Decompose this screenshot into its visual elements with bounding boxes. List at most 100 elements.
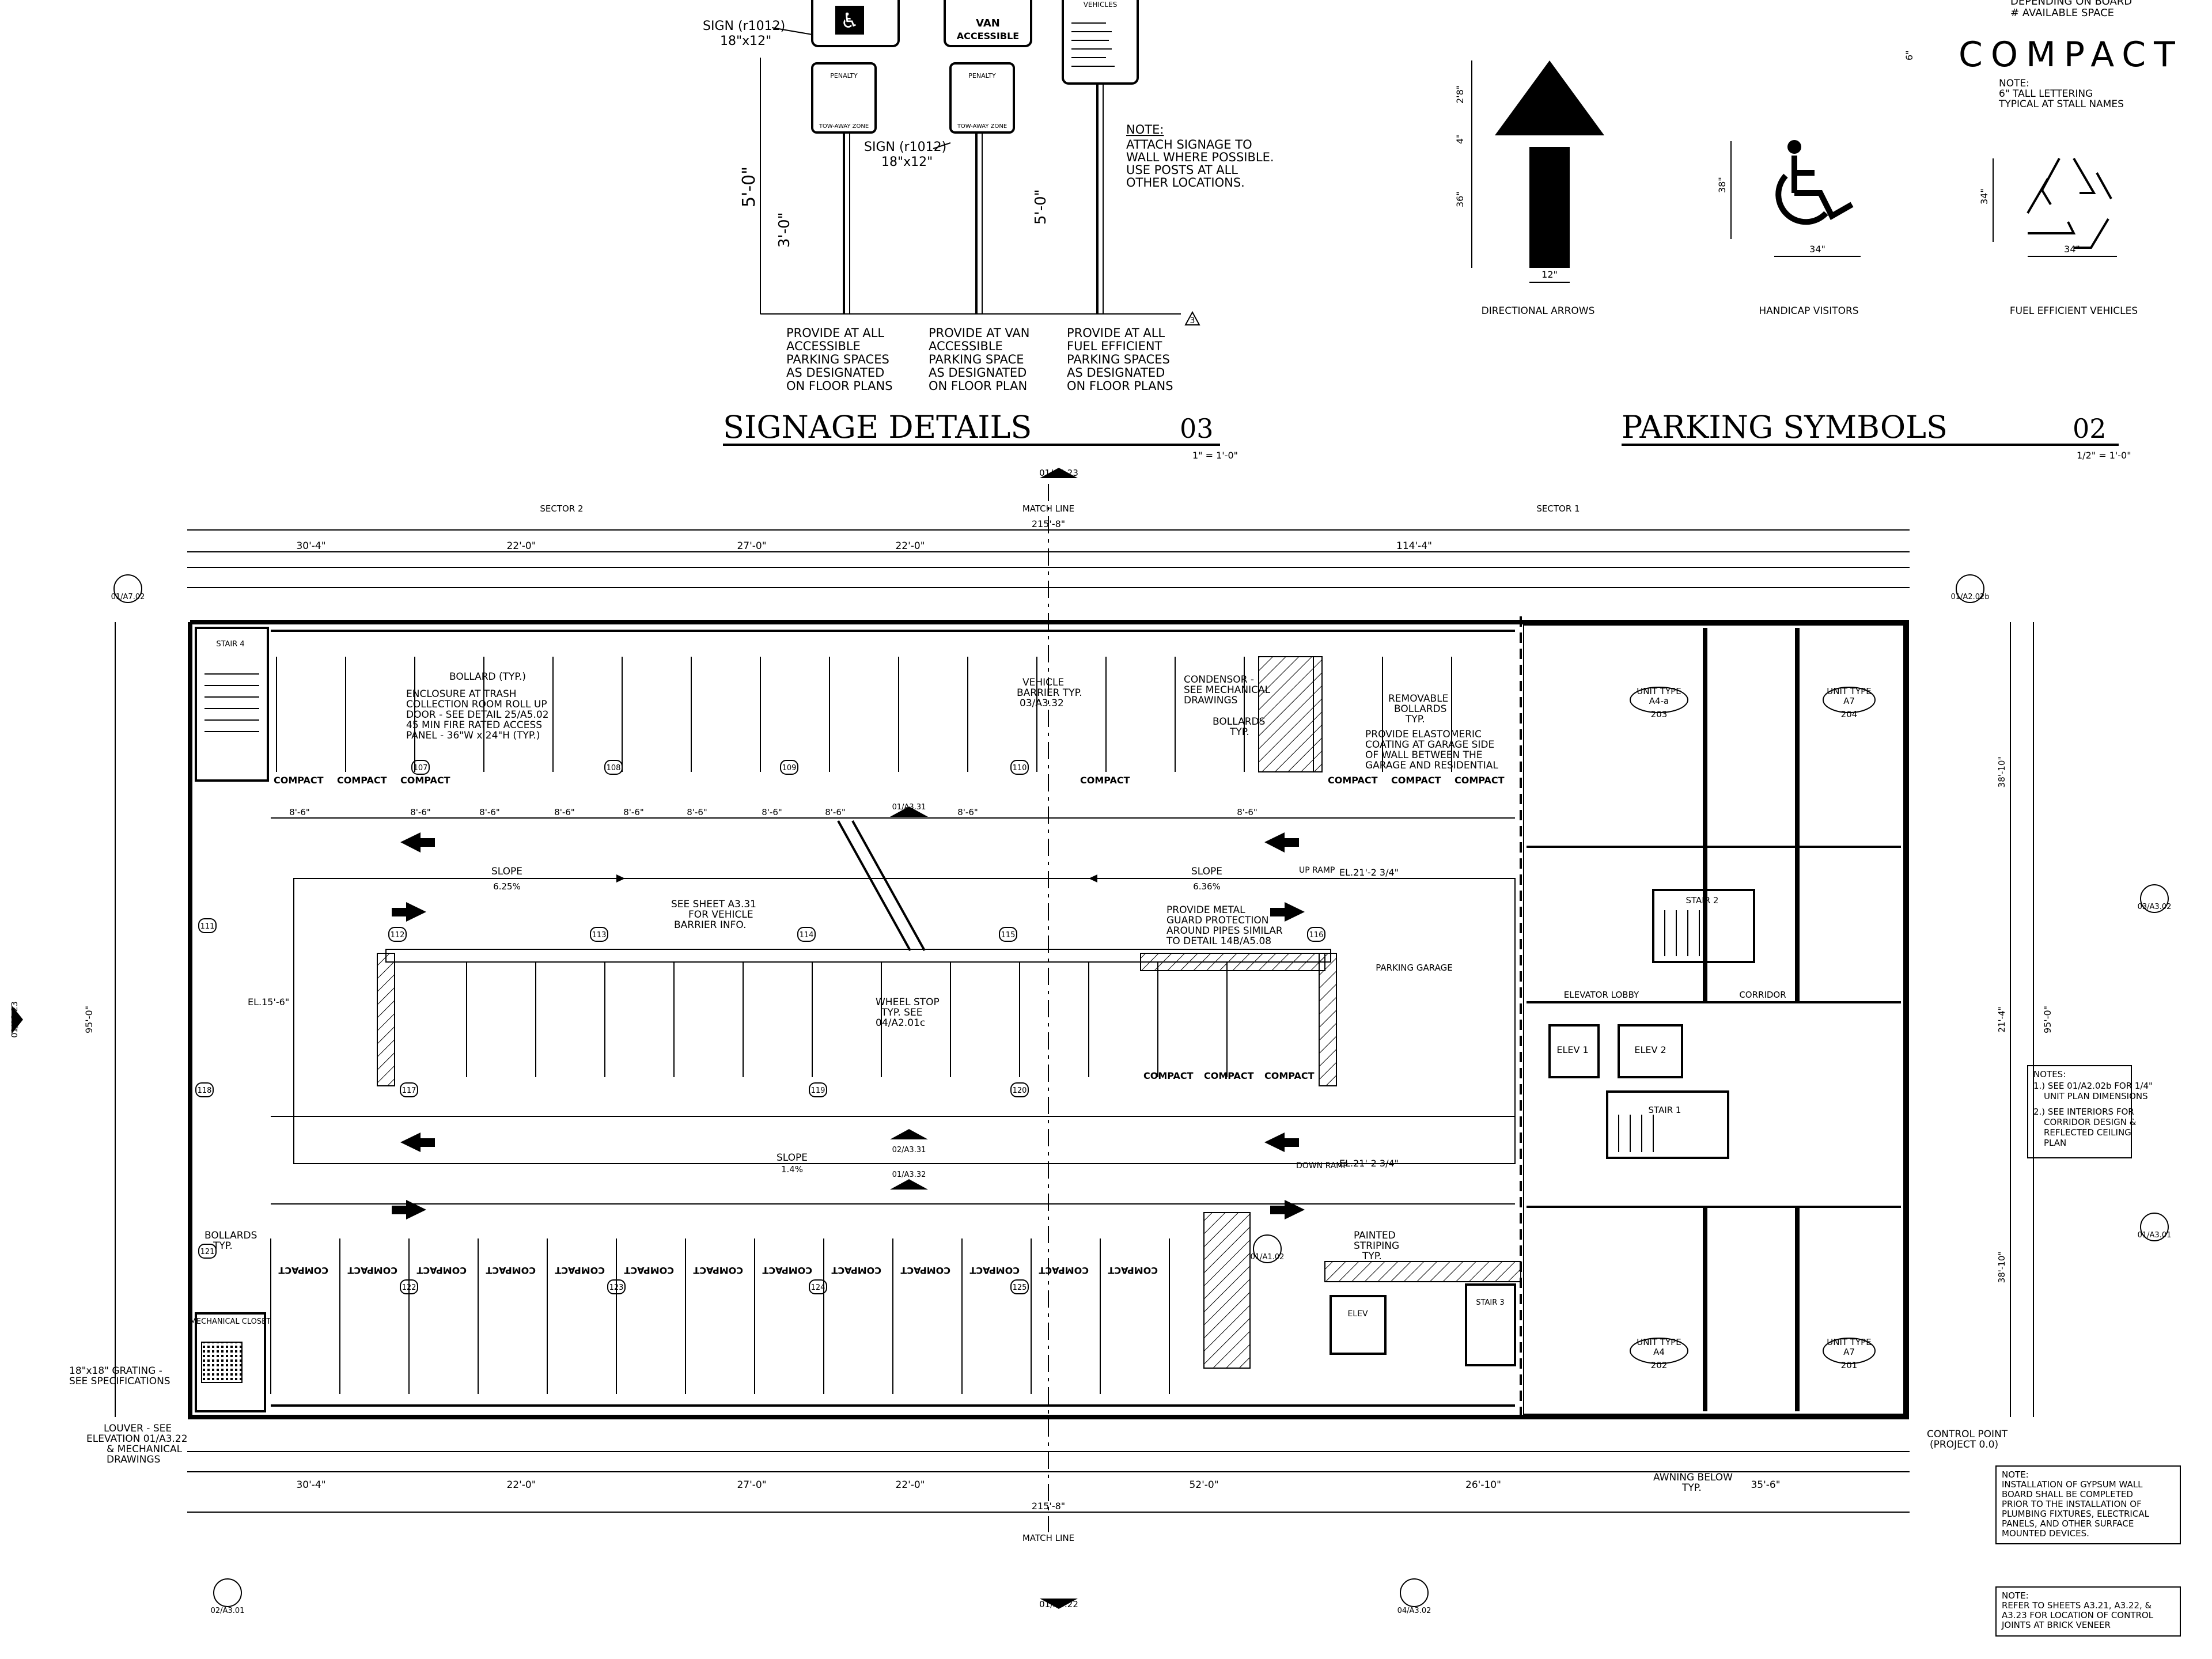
penalty-text-1: PENALTY [830,72,858,79]
fuel-efficient-sign [1062,0,1139,85]
right-dim: 38'-10" [1997,756,2007,788]
compact-stall-label: COMPACT [555,1265,605,1276]
stair-3 [1465,1283,1516,1366]
bottom-dim: 35'-6" [1751,1479,1780,1491]
arrow-shaft [1529,147,1570,268]
removable-callout: TYP. [1405,714,1425,725]
top-dim: 22'-0" [506,540,536,552]
compact-note-line: TYPICAL AT STALL NAMES [1998,99,2124,110]
column-tag: 120 [1010,1082,1029,1097]
svg-text:117: 117 [402,1086,416,1095]
slope-label: SLOPE [491,866,522,877]
elevator-lobby-label: ELEVATOR LOBBY [1564,990,1639,1000]
compact-stall-label: COMPACT [969,1265,1020,1276]
elevator-small [1330,1295,1387,1355]
compact-stall-label: COMPACT [1391,775,1441,786]
ref-tag [113,574,142,603]
compact-stall-label: COMPACT [1080,775,1130,786]
right-dim: 21'-4" [1997,1006,2007,1032]
stall-width: 8'-6" [554,807,575,817]
stall-width: 8'-6" [1237,807,1257,817]
caption-line: AS DESIGNATED [929,366,1027,380]
slope-label: SLOPE [1191,866,1222,877]
van-accessible-sign [944,0,1032,47]
compact-stall-label: COMPACT [416,1265,467,1276]
arrow-dim: 2'8" [1455,85,1465,104]
top-dim: 30'-4" [296,540,325,552]
sector-1-label: SECTOR 1 [1536,503,1580,514]
caption-line: ON FLOOR PLANS [1067,379,1173,393]
louver-callout: LOUVER - SEE [104,1423,172,1434]
slope-value: 6.36% [1193,881,1221,892]
ref-tag-label: 01/A3.01 [2138,1231,2172,1240]
unit-number: 203 [1651,709,1668,719]
wheel-stop-callout: TYP. SEE [881,1007,922,1018]
section-ref-marker [890,1129,928,1139]
svg-text:125: 125 [1013,1283,1027,1292]
handicap-icon [1775,140,1854,225]
section-ref-label: 02/A3.31 [892,1146,926,1154]
signage-scale: 1" = 1'-0" [1192,450,1238,461]
column-tag: 108 [604,760,623,775]
bottom-stall-lines [270,1238,1170,1394]
top-dim: 114'-4" [1396,540,1432,552]
compact-stall-label: COMPACT [900,1265,950,1276]
svg-text:107: 107 [414,764,428,772]
column-tag: 117 [400,1082,418,1097]
arrow-dim: 4" [1455,134,1465,144]
el-label: EL.21'-2 3/4" [1339,867,1399,878]
compact-stall-label: COMPACT [1455,775,1505,786]
unit-label: A7 [1843,696,1855,706]
grating-callout: SEE SPECIFICATIONS [69,1376,171,1387]
stair-1-label: STAIR 1 [1649,1105,1681,1115]
compact-stall-label: COMPACT [693,1265,743,1276]
tow-away-text-1: TOW-AWAY ZONE [819,123,869,130]
ref-tag [1956,574,1984,603]
sign-size-1: 18"x12" [720,34,771,48]
section-ref-label: 01/A3.31 [892,803,926,812]
removable-callout: REMOVABLE [1388,693,1448,704]
metal-guard-callout: GUARD PROTECTION [1166,915,1269,926]
enclosure-callout: DOOR - SEE DETAIL 25/A5.02 [406,709,549,721]
enclosure-callout: COLLECTION ROOM ROLL UP [406,699,547,710]
bollards-callout: BOLLARDS [1213,716,1265,728]
svg-text:108: 108 [607,764,621,772]
louver-callout: ELEVATION 01/A3.22 [86,1433,188,1445]
arrow-dim: 36" [1455,191,1465,207]
signage-note-line: OTHER LOCATIONS. [1126,176,1245,190]
grating-callout: 18"x18" GRATING - [69,1365,162,1377]
notes-line: UNIT PLAN DIMENSIONS [2044,1091,2148,1101]
unit-label: A4 [1653,1347,1665,1357]
ref-tag-label: 01/A7.02 [111,593,145,601]
refer-note-line: NOTE: [2002,1590,2029,1601]
unit-label: A4-a [1649,696,1669,706]
column-tags: 107 108 109 110 111 112 113 114 115 116 … [195,760,1325,1294]
stall-width: 8'-6" [957,807,978,817]
caption-line: ON FLOOR PLAN [929,379,1027,393]
awning-callout: TYP. [1681,1482,1702,1494]
bollards-left-callout: TYP. [213,1240,233,1252]
stair-1 [1606,1090,1729,1159]
ref-tag-label: 04/A3.02 [1397,1607,1431,1615]
painted-callout: STRIPING [1354,1240,1399,1252]
vehicle-barrier-callout: BARRIER TYP. [1017,687,1082,699]
height-dim-2: 5'-0" [1032,189,1050,225]
slope-value: 6.25% [493,881,521,892]
arrow-dim: 12" [1541,269,1558,280]
compact-stall-label: COMPACT [1143,1070,1194,1081]
ref-tag [2140,1213,2169,1241]
accessible-text: ACCESSIBLE [957,31,1019,41]
svg-text:122: 122 [402,1283,416,1292]
top-dim: 27'-0" [737,540,766,552]
residential-wing: ELEV 1 ELEV 2 STAIR 2 STAIR 1 ELEVATOR L… [1376,624,1904,1415]
ref-tag [1253,1234,1282,1263]
ref-tag-label: 01/A2.02b [1950,593,1989,601]
parking-symbols-number: 02 [2073,413,2107,444]
stall-width: 8'-6" [762,807,782,817]
hatched-column [377,953,395,1086]
elastomeric-callout: PROVIDE ELASTOMERIC [1365,729,1482,740]
compact-note-line: 6" TALL LETTERING [1999,88,2093,100]
stair-2-label: STAIR 2 [1686,895,1719,906]
vehicle-barrier-callout: 03/A3.32 [1020,698,1064,709]
svg-text:115: 115 [1001,931,1016,940]
